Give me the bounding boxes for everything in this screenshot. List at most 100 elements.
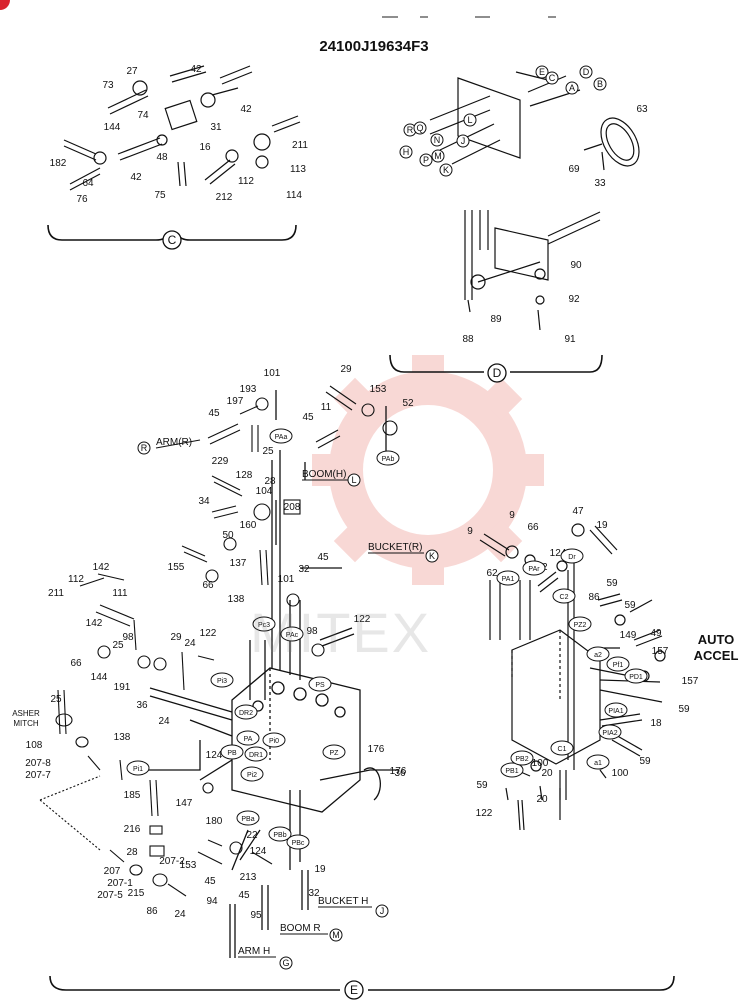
part-label: 122: [354, 614, 371, 625]
part-label: 59: [606, 578, 618, 589]
part-label: 59: [624, 600, 636, 611]
line-label-text: BOOM R: [280, 923, 321, 934]
circle-letter-text: E: [539, 67, 545, 77]
port-paa: PAa: [269, 428, 293, 444]
port-dr1: DR1: [244, 746, 268, 762]
part-label: 149: [620, 630, 637, 641]
part-label: 138: [228, 594, 245, 605]
right-valve-block: [479, 523, 666, 831]
part-label: 197: [227, 396, 244, 407]
part-label: 95: [250, 910, 262, 921]
port-a1: a1: [586, 754, 610, 770]
part-label: 24: [184, 638, 196, 649]
port-ps: PS: [308, 676, 332, 692]
circle-letter-text: J: [380, 906, 385, 916]
port-pbb: PBb: [268, 826, 292, 842]
part-label: 94: [206, 896, 218, 907]
part-label: 89: [490, 314, 502, 325]
section-c-parts: [63, 65, 301, 191]
section-e-marker: E: [344, 980, 364, 1000]
part-label: 138: [114, 732, 131, 743]
part-label: 31: [210, 122, 222, 133]
circle-letter-p: P: [419, 153, 433, 167]
part-label: 208: [284, 502, 301, 513]
section-letter-text: E: [350, 983, 358, 997]
part-label: 42: [240, 104, 252, 115]
part-label: 36: [394, 768, 406, 779]
part-label: 180: [206, 816, 223, 827]
circle-letter-k: K: [425, 549, 439, 563]
part-label: 24: [174, 909, 186, 920]
line-label-bucket-h: BUCKET H: [318, 896, 372, 908]
part-label: 45: [302, 412, 314, 423]
part-label: 59: [639, 756, 651, 767]
part-label: 155: [168, 562, 185, 573]
part-label: 124: [250, 846, 267, 857]
part-label: 66: [527, 522, 539, 533]
part-label: 185: [124, 790, 141, 801]
port-label-text: PAr: [528, 566, 540, 573]
part-label: 157: [652, 646, 669, 657]
circle-letter-m: M: [431, 149, 445, 163]
part-label: 64: [82, 178, 94, 189]
part-label: 42: [190, 64, 202, 75]
part-label: 29: [170, 632, 182, 643]
circle-letter-text: J: [461, 136, 466, 146]
port-label-text: a2: [594, 652, 602, 659]
part-label: 98: [306, 626, 318, 637]
line-label-text: BUCKET H: [318, 896, 368, 907]
circle-letter-e: E: [535, 65, 549, 79]
circle-letter-l: L: [463, 113, 477, 127]
part-label: 42: [130, 172, 142, 183]
part-label: 176: [390, 766, 407, 777]
circle-letter-r: R: [137, 441, 151, 455]
port-label-text: PA: [244, 736, 253, 743]
part-label: 69: [568, 164, 580, 175]
port-label-text: a1: [594, 760, 602, 767]
part-label: 207-1: [107, 878, 133, 889]
part-label: 9: [467, 526, 473, 537]
part-label: 50: [222, 530, 234, 541]
circle-letter-l: L: [347, 473, 361, 487]
port-pi3: Pi3: [210, 672, 234, 688]
circle-letter-text: N: [434, 135, 441, 145]
section-d-parts: [429, 71, 640, 331]
port-pa: PA: [236, 730, 260, 746]
port-label-text: Dr: [568, 554, 576, 561]
port-label-text: PS: [315, 682, 325, 689]
part-label: 147: [176, 798, 193, 809]
part-label: 19: [596, 520, 608, 531]
port-dr2: DR2: [234, 704, 258, 720]
part-label: 124: [550, 548, 567, 559]
section-letter-text: C: [168, 233, 177, 247]
part-label: 25: [262, 446, 274, 457]
part-label: 25: [50, 694, 62, 705]
line-label-arm-h: ARM H: [238, 946, 276, 958]
port-label-text: Pf1: [613, 662, 624, 669]
part-label: 98: [122, 632, 134, 643]
part-label: 229: [212, 456, 229, 467]
port-label-text: C2: [560, 594, 569, 601]
part-label: 63: [636, 104, 648, 115]
circle-letter-text: R: [141, 443, 148, 453]
port-label-text: PZ2: [574, 622, 587, 629]
port-pd1: PD1: [624, 668, 648, 684]
circle-letter-text: P: [423, 155, 429, 165]
part-label: 212: [216, 192, 233, 203]
part-label: 207: [104, 866, 121, 877]
port-label-text: PAc: [286, 632, 299, 639]
part-label: 27: [126, 66, 138, 77]
auto-accel-note: ACCEL: [694, 648, 739, 663]
part-label: 76: [76, 194, 88, 205]
circle-letter-k: K: [439, 163, 453, 177]
section-c-marker: C: [162, 230, 182, 250]
port-label-text: PAa: [275, 434, 288, 441]
circle-letter-text: M: [332, 930, 340, 940]
port-pia1: PIA1: [604, 702, 628, 718]
circle-letter-text: Q: [416, 123, 423, 133]
circle-letter-n: N: [430, 133, 444, 147]
part-label: 215: [128, 888, 145, 899]
